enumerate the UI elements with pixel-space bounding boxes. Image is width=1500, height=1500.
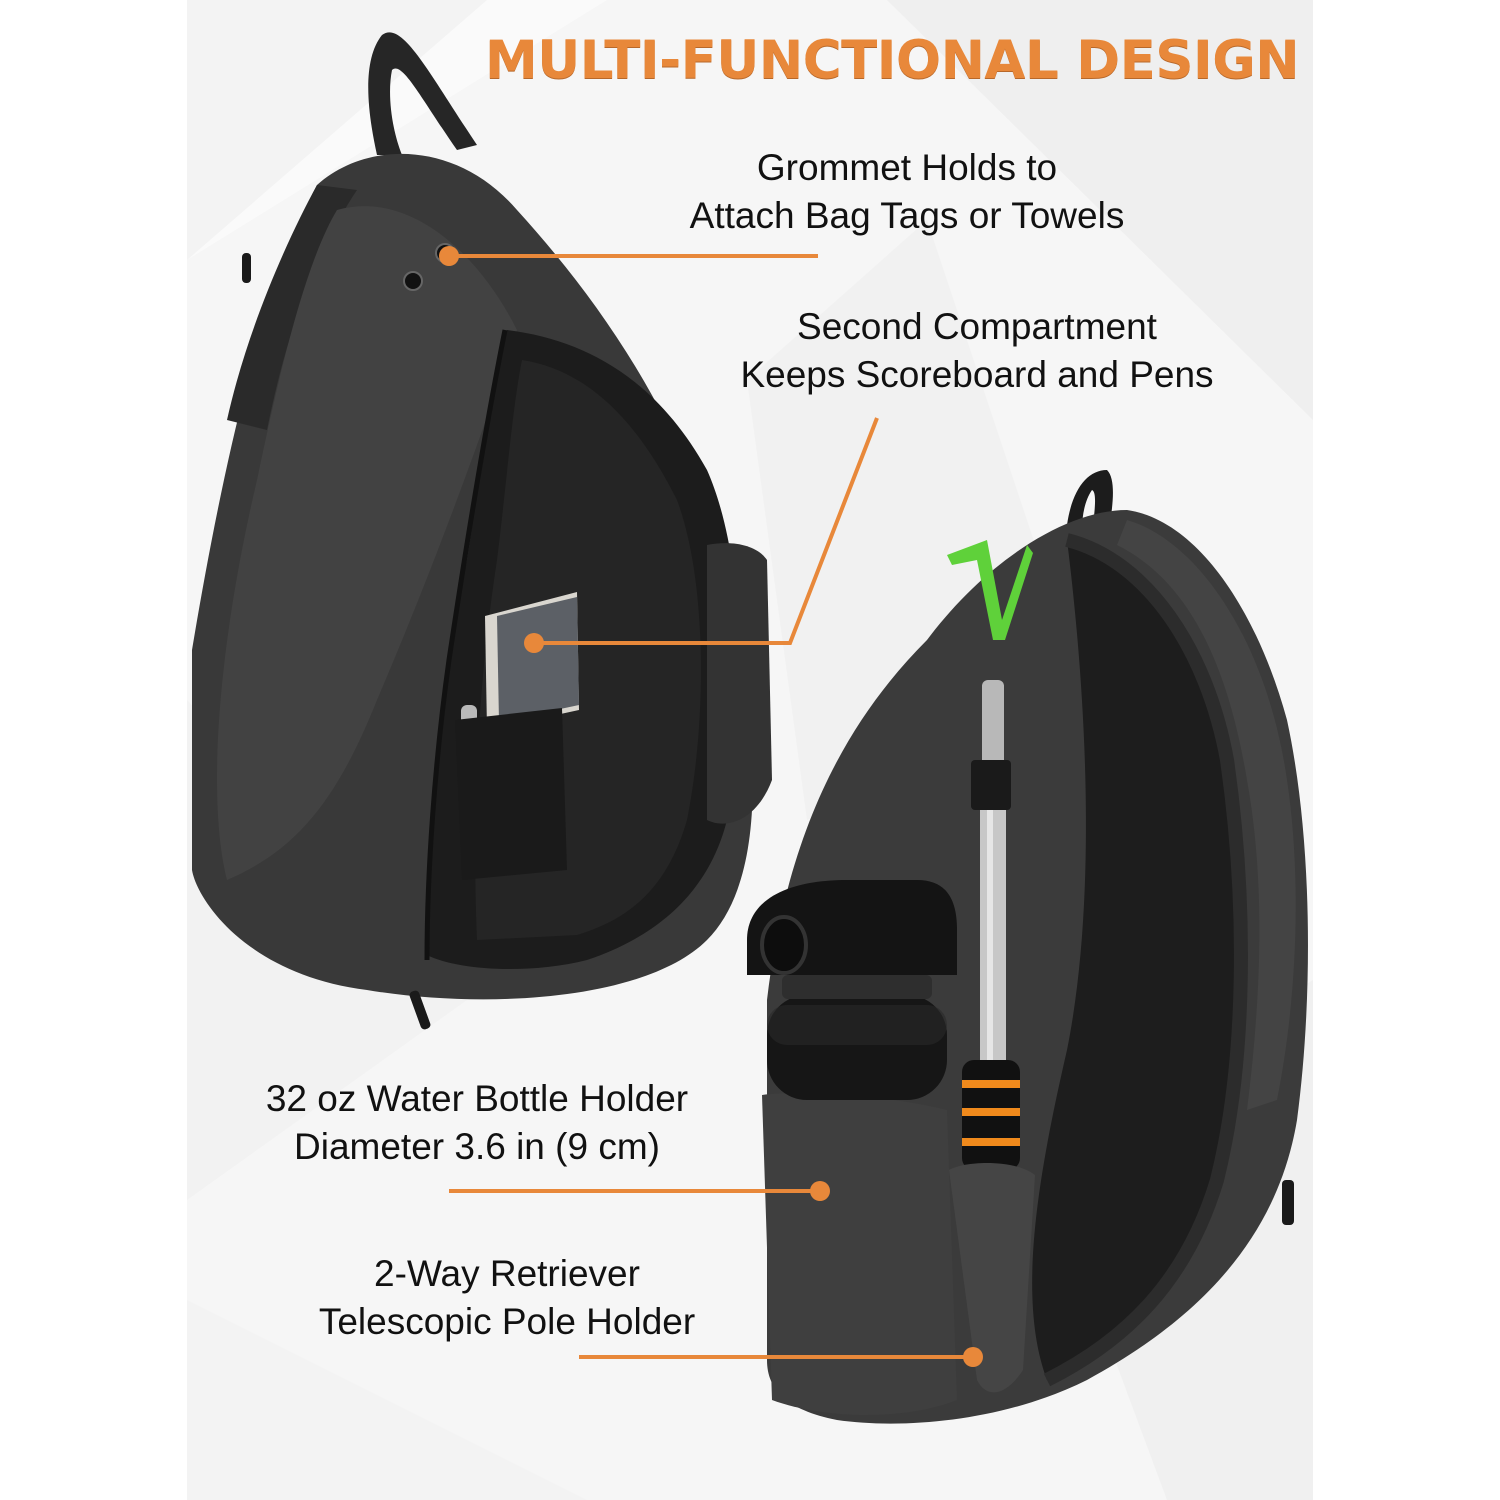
callout-retriever: 2-Way Retriever Telescopic Pole Holder — [287, 1250, 727, 1346]
headline: MULTI-FUNCTIONAL DESIGN — [485, 30, 1300, 91]
left-bag-open-compartment — [192, 32, 772, 1030]
callout-line-2: Telescopic Pole Holder — [318, 1301, 696, 1342]
callout-line-2: Keeps Scoreboard and Pens — [740, 354, 1214, 395]
callout-line-1: Second Compartment — [797, 306, 1157, 347]
callout-water-bottle: 32 oz Water Bottle Holder Diameter 3.6 i… — [227, 1075, 727, 1171]
callout-line-1: 2-Way Retriever — [374, 1253, 640, 1294]
callout-lines — [439, 246, 983, 1367]
bag-illustrations — [192, 32, 1308, 1424]
callout-line-1: 32 oz Water Bottle Holder — [265, 1078, 689, 1119]
callout-second-compartment: Second Compartment Keeps Scoreboard and … — [707, 303, 1247, 399]
callout-line-2: Diameter 3.6 in (9 cm) — [294, 1126, 660, 1167]
product-infographic: MULTI-FUNCTIONAL DESIGN Grommet Holds to… — [187, 0, 1313, 1500]
callout-grommet: Grommet Holds to Attach Bag Tags or Towe… — [657, 144, 1157, 240]
right-bag-side-view — [747, 470, 1308, 1424]
callout-line-2: Attach Bag Tags or Towels — [689, 195, 1125, 236]
callout-line-1: Grommet Holds to — [756, 147, 1058, 188]
